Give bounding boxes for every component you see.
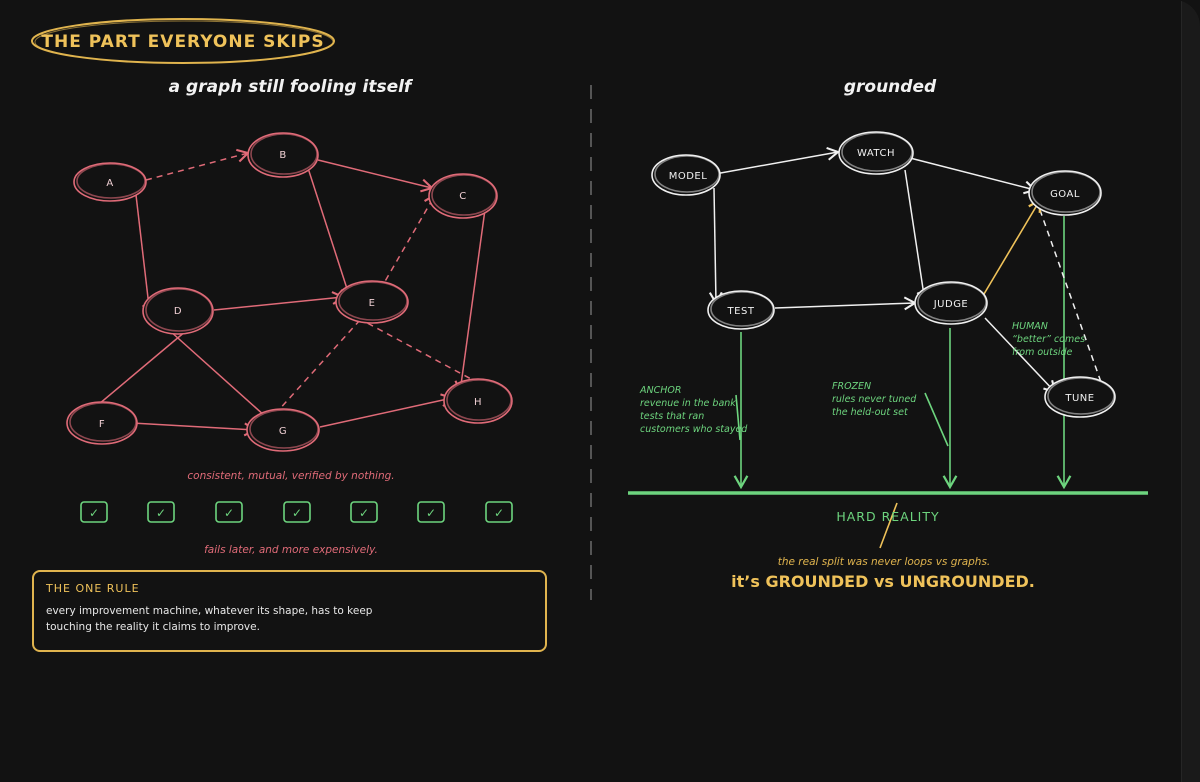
node-h: H [443, 378, 513, 424]
node-judge-label: JUDGE [933, 299, 969, 310]
anchor-title: ANCHOR [639, 385, 681, 396]
ground-stroke-judge [924, 392, 949, 447]
node-tune: TUNE [1044, 376, 1116, 418]
node-goal: GOAL [1028, 170, 1102, 216]
frozen-title: FROZEN [832, 381, 871, 392]
node-b: B [247, 132, 319, 178]
check-7-icon: ✓ [494, 506, 504, 520]
edge-judge-goal-human [983, 198, 1042, 295]
node-c-label: C [459, 191, 466, 202]
node-c: C [428, 173, 498, 219]
left-heading: a graph still fooling itself [169, 77, 414, 97]
edge-model-watch [714, 146, 841, 175]
one-rule-text: every improvement machine, whatever its … [46, 605, 373, 633]
edge-e-c [379, 193, 437, 291]
check-1-icon: ✓ [89, 506, 99, 520]
right-graph-edges [708, 146, 1103, 394]
node-watch-label: WATCH [857, 148, 895, 159]
conclusion-text: it’s GROUNDED vs UNGROUNDED. [731, 572, 1035, 591]
right-heading: grounded [844, 77, 937, 97]
check-box-6: ✓ [417, 501, 445, 523]
split-text: the real split was never loops vs graphs… [778, 556, 991, 568]
node-model-label: MODEL [669, 171, 708, 182]
node-tune-label: TUNE [1064, 393, 1094, 404]
ground-stroke-test [735, 394, 741, 441]
check-box-4: ✓ [283, 501, 311, 523]
anchor-line-3: customers who stayed [640, 424, 748, 435]
anchor-line-2: tests that ran [640, 411, 704, 422]
split-pointer [879, 502, 898, 549]
check-4-icon: ✓ [292, 506, 302, 520]
edge-goal-tune-dashed [1039, 209, 1103, 386]
title-pill-text: THE PART EVERYONE SKIPS [41, 32, 324, 52]
hard-reality-label: HARD REALITY [836, 509, 939, 524]
edge-d-e [213, 291, 346, 311]
edge-b-c [317, 159, 435, 193]
title-pill: THE PART EVERYONE SKIPS [31, 18, 335, 64]
check-6-icon: ✓ [426, 506, 436, 520]
left-caption-bottom: fails later, and more expensively. [204, 544, 378, 556]
node-d-label: D [174, 306, 182, 317]
node-judge: JUDGE [914, 281, 988, 325]
edge-watch-goal [909, 157, 1038, 195]
check-box-7: ✓ [485, 501, 513, 523]
node-e: E [335, 280, 409, 324]
check-box-2: ✓ [147, 501, 175, 523]
node-test: TEST [707, 290, 775, 330]
node-f: F [66, 401, 138, 445]
edge-a-b [145, 148, 251, 181]
human-line-2: from outside [1012, 347, 1073, 358]
node-watch: WATCH [838, 131, 914, 175]
node-model: MODEL [651, 154, 721, 196]
edge-test-judge [774, 296, 918, 311]
checkmark-row: ✓ ✓ ✓ ✓ ✓ ✓ ✓ [80, 501, 513, 523]
node-a-label: A [106, 178, 113, 189]
edge-c-h [454, 194, 488, 395]
node-goal-label: GOAL [1050, 189, 1080, 200]
node-f-label: F [99, 419, 105, 430]
human-note: HUMAN “better” comes from outside [1012, 321, 1085, 358]
edge-watch-judge [904, 169, 931, 305]
left-caption-top: consistent, mutual, verified by nothing. [187, 470, 394, 482]
right-graph-nodes: MODEL WATCH GOAL TEST JUDGE TUNE [651, 131, 1116, 418]
edge-f-g [131, 422, 258, 437]
node-b-label: B [279, 150, 286, 161]
edge-d-g [159, 321, 277, 427]
node-a: A [73, 162, 147, 202]
node-e-label: E [369, 298, 376, 309]
edge-a-d [135, 194, 156, 318]
check-box-1: ✓ [80, 501, 108, 523]
check-5-icon: ✓ [359, 506, 369, 520]
node-h-label: H [474, 397, 482, 408]
check-box-3: ✓ [215, 501, 243, 523]
one-rule-title: THE ONE RULE [46, 582, 140, 595]
left-graph-nodes: A B C D E F G H [66, 132, 513, 452]
scroll-edge [1181, 0, 1200, 782]
node-g-label: G [279, 426, 287, 437]
human-line-1: “better” comes [1012, 334, 1085, 345]
human-title: HUMAN [1012, 321, 1048, 332]
edge-model-test [708, 187, 723, 306]
check-box-5: ✓ [350, 501, 378, 523]
node-test-label: TEST [727, 306, 755, 317]
frozen-line-2: the held-out set [832, 407, 909, 418]
node-d: D [142, 287, 214, 335]
check-2-icon: ✓ [156, 506, 166, 520]
node-g: G [246, 408, 320, 452]
anchor-line-1: revenue in the bank [640, 398, 736, 409]
frozen-note: FROZEN rules never tuned the held-out se… [832, 381, 917, 418]
edge-judge-tune [984, 317, 1057, 394]
edge-b-e [306, 164, 354, 301]
check-3-icon: ✓ [224, 506, 234, 520]
anchor-note: ANCHOR revenue in the bank tests that ra… [639, 385, 748, 435]
edge-g-h [319, 393, 455, 428]
frozen-line-1: rules never tuned [832, 394, 917, 405]
grounding-arrows [733, 216, 1072, 549]
one-rule-box: THE ONE RULE every improvement machine, … [32, 570, 547, 652]
